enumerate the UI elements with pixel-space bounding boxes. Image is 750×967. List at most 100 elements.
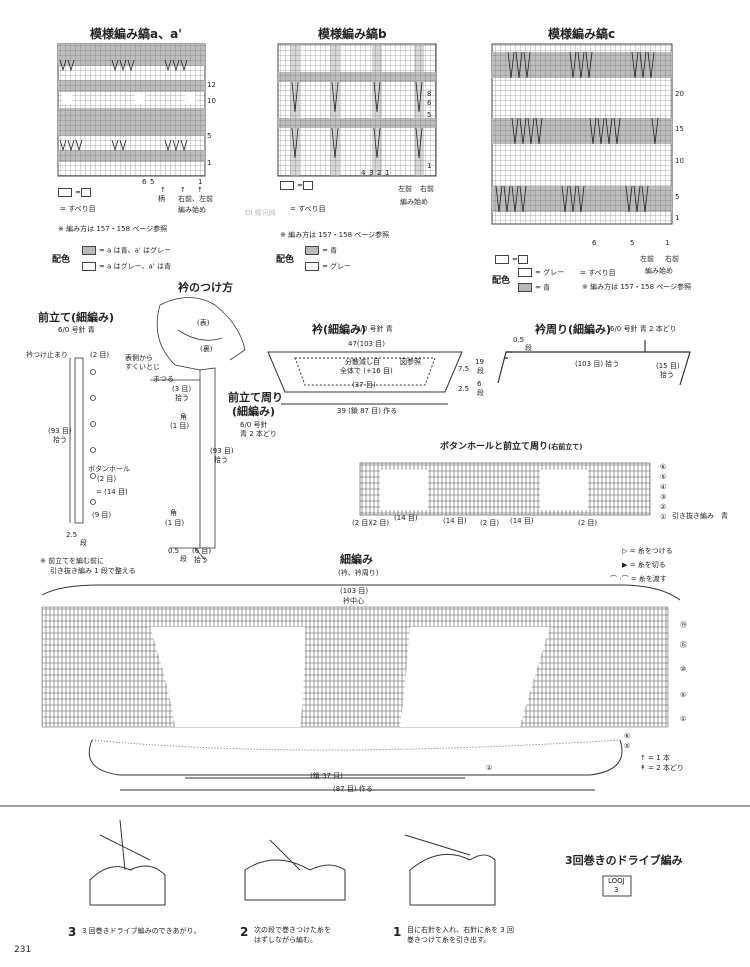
- watermark: DI 蝶讯网: [245, 209, 276, 217]
- collar-zu: 図参照: [400, 358, 421, 366]
- front-edge-dim05: 0.5: [168, 547, 180, 555]
- front-edge-title: 前立て周り: [228, 391, 283, 404]
- chart-a-col-6: 6: [142, 178, 147, 186]
- chart-c-foot-1: 左前: [640, 255, 654, 263]
- collar-attach-kado: 角: [180, 413, 187, 421]
- chart-c-foot-2: 右前: [665, 255, 679, 263]
- chart-b-col-4: 4: [361, 169, 366, 177]
- drive-step-2b: はずしながら編む。: [254, 936, 317, 944]
- chart-c-row-5: 5: [675, 193, 680, 201]
- collar-attach-l1: 表側から: [125, 354, 153, 362]
- legend-a-c1: = a は青、a' はグレー: [82, 246, 171, 255]
- chart-a-foot-2: 右前、左前: [178, 195, 213, 203]
- drive-step-3: 3 回巻きドライブ編みのできあがり。: [82, 927, 201, 935]
- drive-step-3-num: 3: [68, 925, 77, 939]
- buttonhole-row-2: ②: [660, 503, 667, 511]
- collar-dim75: 7.5: [458, 365, 470, 373]
- buttonhole-row-6: ⑥: [660, 463, 667, 471]
- chart-a-title: 模様編み縞a、a': [90, 27, 182, 41]
- buttonhole-me2c: (2 目): [480, 519, 500, 527]
- collar-attach-matsuri: まつる: [153, 375, 174, 383]
- buttonhole-title: ボタンホールと前立て周り(右前立て): [440, 442, 583, 452]
- chart-b-foot-1: 左前: [398, 185, 412, 193]
- collar-attach-title: 衿のつけ方: [178, 281, 233, 294]
- chart-a-arrow-3: ↑: [197, 186, 203, 194]
- collar-dist1: 分散減し目: [345, 358, 380, 366]
- symbols-legend-1: ▷ = 糸をつける: [622, 547, 673, 555]
- front-placket-me93: (93 目): [48, 427, 72, 435]
- front-edge-hook: 6/0 号針: [240, 421, 268, 429]
- front-placket-note2: 引き抜き編み 1 段で整える: [50, 567, 136, 575]
- buttonhole-me14c: (14 目): [510, 517, 534, 525]
- sc-side-row-5: ⑤: [624, 742, 631, 750]
- chart-c-title: 模様編み縞c: [548, 27, 616, 41]
- buttonhole-chart: [359, 462, 651, 516]
- legend-b-sberi: = すべり目: [290, 205, 326, 213]
- collar-dan19: 19: [475, 358, 484, 366]
- legend-b-c1: = 青: [305, 246, 337, 255]
- chart-a-grid: [57, 43, 206, 177]
- front-edge-dan: 段: [180, 555, 187, 563]
- collar-edge-me103: (103 目) 拾う: [575, 360, 620, 368]
- collar-edge-hiro: 拾う: [660, 371, 674, 379]
- drive-stitch-illustrations: [89, 819, 496, 906]
- chart-b-grid: [277, 43, 437, 177]
- front-edge-hiro2: 拾う: [214, 456, 228, 464]
- collar-shape: [267, 351, 463, 405]
- drive-box-1: LOOJ: [608, 877, 625, 885]
- front-placket-dim25: 2.5: [66, 531, 78, 539]
- drive-box-2: 3: [614, 886, 619, 894]
- buttonhole-hikinuki: 引き抜き編み 青: [672, 512, 728, 520]
- front-placket-note1: ※ 前立てを編む前に: [40, 557, 104, 565]
- front-placket-me2: (2 目): [90, 351, 110, 359]
- sc-row-10: ⑩: [680, 665, 687, 673]
- legend-a-ref: ※ 編み方は 157・158 ページ参照: [58, 225, 168, 233]
- legend-c-c2: = 青: [518, 283, 550, 292]
- symbols-legend-3: ⌒ ·⌒ = 糸を渡す: [610, 575, 667, 583]
- drive-step-2a: 次の段で巻きつけた糸を: [254, 926, 331, 934]
- legend-b-haishoku: 配色: [276, 255, 295, 265]
- chart-b-col-2: 2: [377, 169, 382, 177]
- chart-c-start: 編み始め: [645, 267, 673, 275]
- buttonhole-me14a: (14 目): [394, 514, 418, 522]
- chart-c-col-1: 1: [665, 239, 670, 247]
- legend-b-box: =: [280, 181, 316, 190]
- sc-legend-1: ↑ = 1 本: [640, 754, 670, 762]
- chart-b-row-5: 5: [427, 111, 432, 119]
- drive-step-2-num: 2: [240, 925, 249, 939]
- sc-side-row-6: ⑥: [624, 732, 631, 740]
- sc-center: 衿中心: [343, 597, 364, 605]
- chart-c-col-6: 6: [592, 239, 597, 247]
- buttonhole-row-5: ⑤: [660, 473, 667, 481]
- front-placket-erituke: 衿つけ止まり: [26, 351, 68, 359]
- chart-b-start: 編み始め: [400, 198, 428, 206]
- buttonhole-me2a: (2 目): [352, 519, 372, 527]
- front-edge-me93: (93 目): [210, 447, 234, 455]
- page-number: 231: [14, 945, 32, 955]
- drive-title: 3回巻きのドライブ編み: [565, 854, 683, 867]
- chart-c-row-10: 10: [675, 157, 684, 165]
- front-edge-ao2: 青 2 本どり: [240, 430, 277, 438]
- legend-b-ref: ※ 編み方は 157・158 ページ参照: [280, 231, 390, 239]
- sc-chain37: (鎖 37 目): [310, 772, 343, 780]
- sc-side-row-1: ①: [486, 764, 493, 772]
- chart-a-row-12: 12: [207, 81, 216, 89]
- front-placket-bme2: (2 目): [97, 475, 117, 483]
- loop-box: [602, 875, 632, 897]
- front-placket-hook: 6/0 号針 青: [58, 326, 95, 334]
- chart-a-row-5: 5: [207, 132, 212, 140]
- front-placket-me9: (9 目): [92, 511, 112, 519]
- buttonhole-me2d: (2 目): [578, 519, 598, 527]
- chart-a-col-1: 1: [198, 178, 203, 186]
- legend-a-haishoku: 配色: [52, 255, 71, 265]
- chart-a-col-5: 5: [150, 178, 155, 186]
- legend-a-sberi: = すべり目: [60, 205, 96, 213]
- chart-b-foot-2: 右前: [420, 185, 434, 193]
- collar-me37: (37 目): [352, 381, 376, 389]
- chart-a-foot-1: 柄: [158, 195, 165, 203]
- buttonhole-row-4: ④: [660, 483, 667, 491]
- front-edge-kado2: 角: [170, 509, 177, 517]
- front-edge-sub: (細編み): [232, 405, 276, 418]
- collar-dan6: 6: [477, 380, 482, 388]
- legend-c-box: =: [495, 255, 531, 264]
